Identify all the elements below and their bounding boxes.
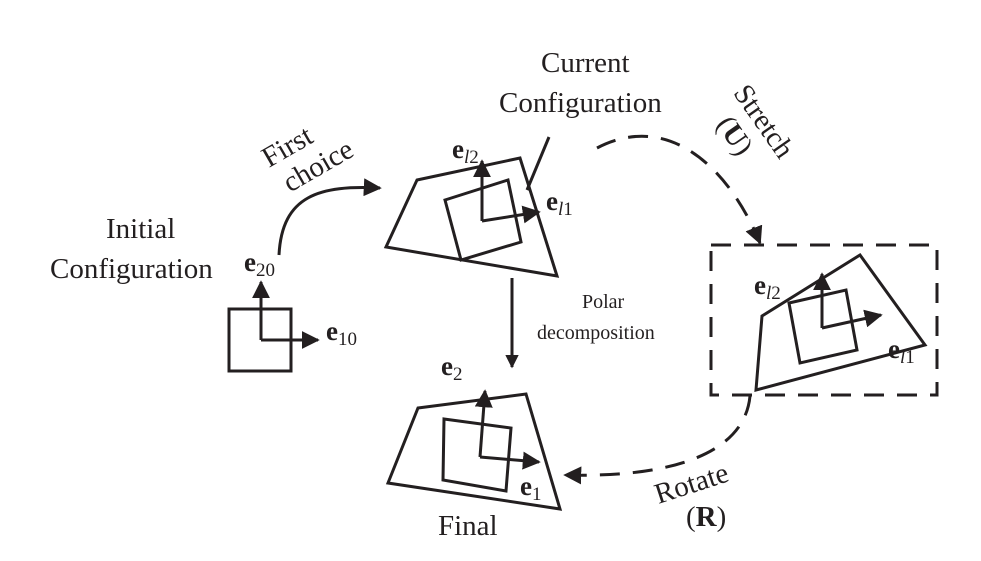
vector-label-el1-current: el1 [546, 186, 573, 220]
final-square [441, 417, 513, 493]
vector-label-el2-stretched: el2 [754, 270, 781, 304]
rotate-arrow [563, 395, 752, 485]
stretch-label: Stretch (U) [710, 79, 801, 165]
vector-label-e10: e10 [326, 316, 357, 350]
polar-label-line1: Polar [582, 291, 625, 313]
vector-label-e1: e1 [520, 471, 541, 505]
rotate-r-label: (R) [686, 501, 726, 533]
stretched-square [787, 288, 859, 365]
current-label-line1: Current [541, 47, 630, 79]
vector-label-e2: e2 [441, 351, 462, 385]
stretch-arrow [596, 134, 763, 245]
final-e1-arrow [479, 451, 541, 470]
vector-label-el2-current: el2 [452, 134, 479, 168]
vector-label-el1-stretched: el1 [888, 334, 915, 368]
polar-label-line2: decomposition [537, 322, 655, 344]
current-el1-arrow [481, 205, 541, 224]
vector-label-e20: e20 [244, 247, 275, 281]
initial-configuration [227, 280, 320, 373]
current-square [443, 178, 523, 262]
stretch-dashed-box [709, 243, 939, 397]
current-label-leader [525, 136, 551, 191]
current-label-line2: Configuration [499, 87, 662, 119]
initial-label-line1: Initial [106, 213, 175, 245]
final-configuration [385, 389, 563, 511]
final-e2-arrow [474, 389, 493, 458]
final-label: Final [438, 510, 498, 542]
stretched-configuration [709, 243, 939, 397]
initial-label-line2: Configuration [50, 253, 213, 285]
stretched-el1-arrow [821, 309, 883, 330]
first-choice-arrow [277, 178, 382, 256]
current-configuration [383, 136, 560, 278]
